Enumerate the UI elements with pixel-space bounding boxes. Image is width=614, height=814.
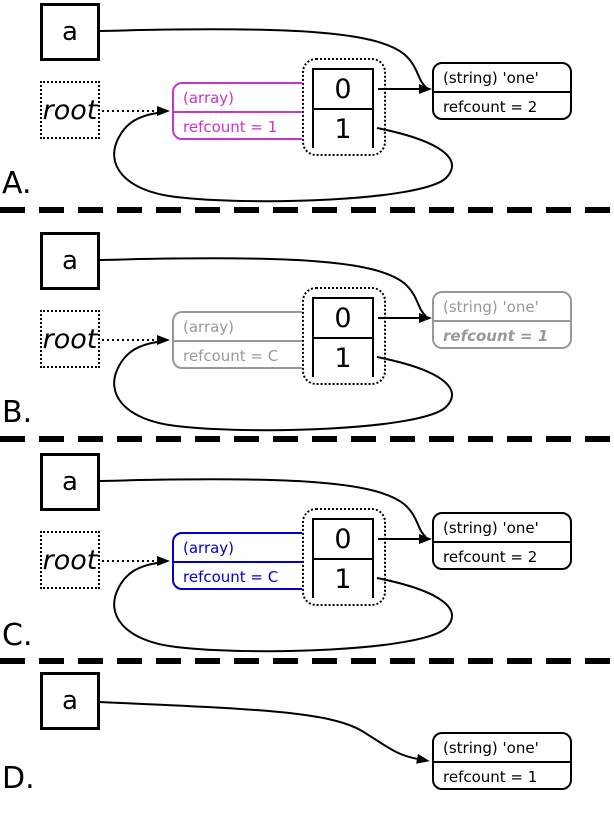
variable-label: a [62, 467, 78, 497]
slot-1: 1 [314, 110, 372, 148]
panel-separator [0, 207, 614, 213]
array-slots-table: 0 1 [312, 297, 374, 377]
variable-box-a: a [40, 672, 100, 730]
panel-separator [0, 436, 614, 442]
string-node: (string) 'one' refcount = 2 [432, 512, 572, 570]
array-node: (array) refcount = C [172, 311, 312, 369]
string-type-label: (string) 'one' [434, 293, 570, 322]
variable-label: a [62, 686, 78, 716]
string-node: (string) 'one' refcount = 1 [432, 291, 572, 349]
string-type-label: (string) 'one' [434, 64, 570, 93]
array-type-label: (array) [174, 84, 310, 113]
slot-0: 0 [314, 520, 372, 560]
panel-separator [0, 658, 614, 664]
slot-1: 1 [314, 339, 372, 377]
panel-label-a: A. [2, 166, 32, 201]
array-node: (array) refcount = C [172, 532, 312, 590]
panel-a: a root (array) refcount = 1 0 1 (string)… [0, 0, 614, 214]
string-type-label: (string) 'one' [434, 514, 570, 543]
variable-box-a: a [40, 3, 100, 61]
array-refcount-label: refcount = C [183, 346, 279, 365]
panel-label-b: B. [2, 395, 33, 430]
string-refcount-label: refcount = 2 [443, 547, 538, 566]
array-refcount-label: refcount = 1 [183, 117, 278, 136]
panel-d: a (string) 'one' refcount = 1 D. [0, 669, 614, 814]
panel-label-d: D. [2, 761, 35, 796]
variable-label: a [62, 17, 78, 47]
array-node: (array) refcount = 1 [172, 82, 312, 140]
string-node: (string) 'one' refcount = 1 [432, 732, 572, 790]
panel-label-c: C. [2, 618, 33, 653]
array-refcount-label: refcount = C [183, 567, 279, 586]
panel-c: a root (array) refcount = C 0 1 (string)… [0, 450, 614, 661]
root-box: root [40, 531, 100, 589]
panel-b: a root (array) refcount = C 0 1 (string)… [0, 229, 614, 443]
variable-box-a: a [40, 453, 100, 511]
arrow-a-to-string [99, 701, 430, 764]
variable-label: a [62, 246, 78, 276]
string-node: (string) 'one' refcount = 2 [432, 62, 572, 120]
array-slots-table: 0 1 [312, 518, 374, 598]
array-type-label: (array) [174, 313, 310, 342]
root-box: root [40, 81, 100, 139]
slot-0: 0 [314, 299, 372, 339]
string-refcount-label: refcount = 1 [443, 767, 538, 786]
string-refcount-label: refcount = 2 [443, 97, 538, 116]
string-refcount-label: refcount = 1 [443, 326, 549, 345]
root-label: root [42, 544, 98, 576]
array-slots-table: 0 1 [312, 68, 374, 148]
slot-0: 0 [314, 70, 372, 110]
string-type-label: (string) 'one' [434, 734, 570, 763]
root-label: root [42, 94, 98, 126]
root-label: root [42, 323, 98, 355]
root-box: root [40, 310, 100, 368]
array-type-label: (array) [174, 534, 310, 563]
slot-1: 1 [314, 560, 372, 598]
variable-box-a: a [40, 232, 100, 290]
